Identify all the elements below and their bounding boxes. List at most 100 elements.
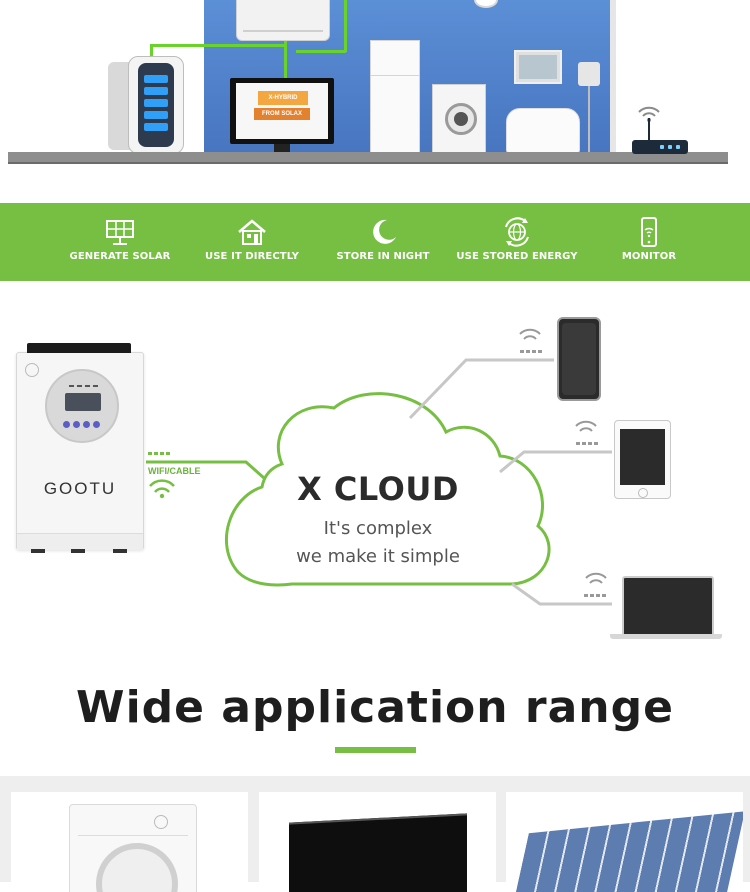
brand-logo: GOOTU (43, 479, 117, 498)
inverter-foot (113, 549, 127, 553)
feature-label: GENERATE SOLAR (69, 251, 171, 262)
wire (150, 44, 286, 47)
wifi-icon-phone (519, 328, 541, 340)
panel-button (93, 421, 100, 428)
feature-bar: GENERATE SOLAR USE IT DIRECTLY STORE IN … (0, 203, 750, 281)
indicator (69, 385, 74, 387)
battery-cell (144, 111, 168, 119)
floor (8, 152, 728, 162)
solar-panel-icon (106, 220, 134, 245)
line-to-laptop (511, 582, 612, 606)
fridge (370, 40, 420, 154)
cloud-title: X CLOUD (297, 470, 459, 508)
battery-cell (144, 75, 168, 83)
app-card-television (259, 792, 496, 892)
armchair (506, 108, 580, 154)
laptop-base (610, 634, 722, 639)
globe-cycle-icon (505, 217, 529, 247)
picture (519, 55, 557, 79)
phone-screen (562, 323, 596, 395)
wire (284, 40, 287, 80)
dot-connector-phone (520, 350, 542, 353)
lcd-display (65, 393, 101, 411)
cloud-subtitle-line2: we make it simple (296, 546, 460, 567)
inverter-device: GOOTU (16, 343, 144, 553)
wifi-icon-tablet (575, 420, 597, 432)
panel-button (83, 421, 90, 428)
wall-edge (610, 0, 616, 160)
app-card-solar-panels (506, 792, 743, 892)
indicator (77, 385, 82, 387)
inverter-foot (31, 549, 45, 553)
router-led (676, 145, 680, 149)
inverter-foot (71, 549, 85, 553)
washer-knob (154, 815, 168, 829)
house-icon (238, 219, 266, 245)
feature-label: USE STORED ENERGY (456, 251, 578, 262)
indicator (93, 385, 98, 387)
television: X-HYBRID FROM SOLAX (230, 78, 334, 152)
fridge-line (371, 75, 419, 76)
tv-banner-top: X-HYBRID (258, 91, 308, 105)
panel-button (73, 421, 80, 428)
tv-banner-text: FROM SOLAX (254, 108, 310, 120)
tablet (614, 420, 671, 499)
washer-door (96, 843, 178, 892)
lamp-pole (588, 86, 590, 152)
router-antenna (648, 118, 650, 140)
tv-stand (274, 144, 290, 152)
picture-frame (514, 50, 562, 84)
washing-machine (69, 804, 197, 892)
feature-label: USE IT DIRECTLY (205, 251, 299, 262)
tablet-home-button (638, 488, 648, 498)
washing-machine (432, 84, 486, 154)
inverter-stripe (243, 30, 323, 32)
solar-panels (509, 811, 743, 892)
line-to-tablet (499, 450, 612, 474)
battery-side (108, 62, 130, 150)
wire (150, 44, 153, 58)
washer-panel-line (78, 835, 188, 836)
feature-label: STORE IN NIGHT (336, 251, 430, 262)
router-led (660, 145, 664, 149)
application-gallery (0, 776, 750, 892)
router-led (668, 145, 672, 149)
green-link (146, 460, 265, 480)
section-title: Wide application range (76, 682, 674, 733)
moon-icon (373, 219, 396, 244)
feature-label: MONITOR (621, 251, 677, 262)
wire (296, 50, 346, 53)
phone-icon (641, 217, 657, 247)
wall-inverter (236, 0, 330, 41)
wifi-icon-inverter (149, 479, 175, 493)
battery-cell (144, 99, 168, 107)
tv-screen: X-HYBRID FROM SOLAX (236, 83, 328, 139)
house-scene-image: X-HYBRID FROM SOLAX (0, 0, 750, 202)
app-card-washing-machine (11, 792, 248, 892)
feature-store-in-night: STORE IN NIGHT (308, 203, 458, 281)
dot-connector-inverter (148, 452, 170, 455)
washer-door (445, 103, 477, 135)
indicator (85, 385, 90, 387)
panel-button (63, 421, 70, 428)
feature-use-stored-energy: USE STORED ENERGY (442, 203, 592, 281)
feature-monitor: MONITOR (574, 203, 724, 281)
cloud-outline (225, 392, 551, 587)
tablet-screen (620, 429, 665, 485)
cloud-subtitle-line1: It's complex (323, 518, 433, 539)
lamp-shade (578, 62, 600, 86)
smartphone (557, 317, 601, 401)
feature-use-directly: USE IT DIRECTLY (177, 203, 327, 281)
wifi-icon-laptop (585, 572, 607, 584)
connection-label: WIFI/CABLE (148, 466, 201, 476)
dot-connector-tablet (576, 442, 598, 445)
title-underline (335, 747, 416, 753)
feature-generate-solar: GENERATE SOLAR (45, 203, 195, 281)
control-panel (45, 369, 119, 443)
wire (344, 0, 347, 52)
connection-lines (146, 328, 612, 606)
mount-bracket (27, 343, 131, 353)
line-to-phone (408, 358, 554, 420)
laptop (622, 576, 714, 638)
television (289, 813, 467, 892)
